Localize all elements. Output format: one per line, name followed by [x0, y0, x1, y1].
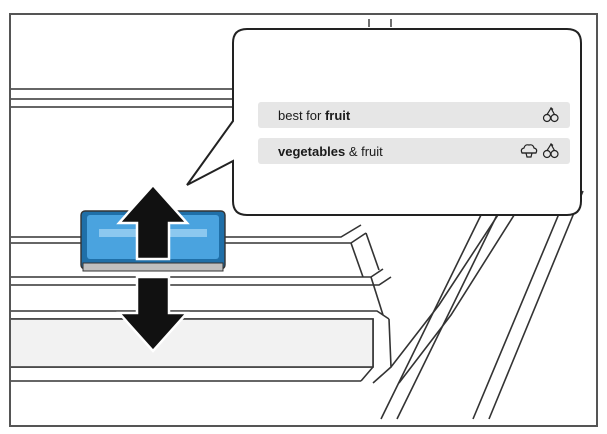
- callout-rows: best for fruit vegetables & fruit: [258, 102, 570, 174]
- arrow-up-icon: [116, 183, 190, 261]
- drawer-front-shade: [11, 319, 373, 367]
- callout-row: best for fruit: [258, 102, 570, 128]
- label-prefix: best for: [278, 107, 325, 123]
- label-suffix: & fruit: [345, 143, 383, 159]
- callout-row: vegetables & fruit: [258, 138, 570, 164]
- callout-row-label: best for fruit: [278, 108, 542, 123]
- label-bold: vegetables: [278, 143, 346, 159]
- fruit-icon: [542, 107, 560, 123]
- fruit-icon: [542, 143, 560, 159]
- arrow-down-icon: [116, 275, 190, 353]
- vegetable-icon: [519, 143, 539, 159]
- fridge-drawer-illustration: [11, 19, 584, 420]
- callout-row-label: vegetables & fruit: [278, 144, 519, 159]
- callout-row-icons: [542, 107, 560, 123]
- glass-shelf: [11, 88, 241, 108]
- callout-row-icons: [519, 143, 560, 159]
- top-ticks: [368, 19, 392, 27]
- label-bold: fruit: [324, 107, 351, 123]
- fridge-side-wall: [380, 184, 584, 420]
- diagram-frame: best for fruit vegetables & fruit: [9, 13, 598, 427]
